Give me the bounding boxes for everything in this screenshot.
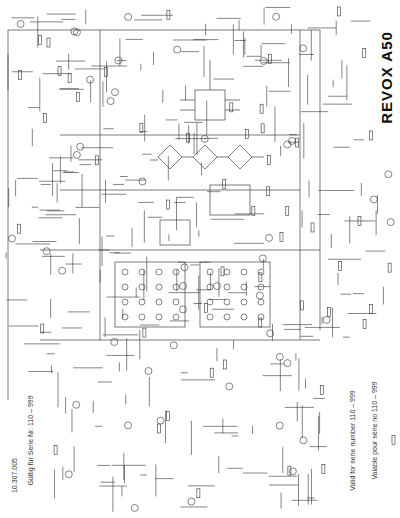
validity-note: Valable pour série no 110 – 999 <box>371 380 378 480</box>
drawing-number: 10.307.005 <box>11 456 18 493</box>
validity-note: Gültig für Serie Nr. 110 – 999 <box>27 394 34 486</box>
brand-title: REVOX A50 <box>377 30 394 125</box>
validity-note: Valid for serie number 110 – 999 <box>348 389 355 492</box>
